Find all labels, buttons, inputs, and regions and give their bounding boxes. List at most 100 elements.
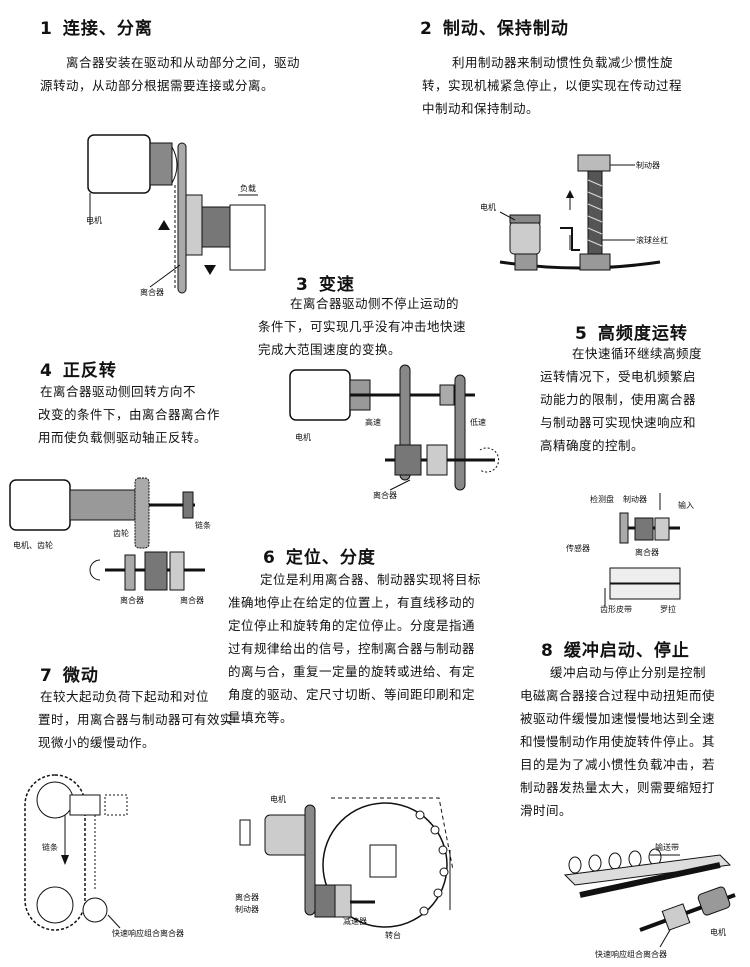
diagram-inching: 链条 快速响应组合离合器 [24, 774, 184, 938]
section-6-line-6: 角度的驱动、定尺寸切断、等间距印刷和定 [228, 687, 476, 702]
section-6: 6 定位、分度 [263, 543, 376, 568]
label-clutch-4a: 离合器 [120, 595, 144, 605]
label-high-speed: 高速 [365, 417, 381, 427]
section-8-number: 8 [541, 641, 554, 661]
label-input: 输入 [678, 500, 694, 510]
section-5-number: 5 [575, 324, 588, 344]
section-7: 7 微动 [40, 661, 99, 686]
label-clutch-3: 离合器 [373, 490, 397, 500]
label-motor-3: 电机 [295, 432, 311, 442]
label-combo-clutch-7: 快速响应组合离合器 [112, 928, 184, 938]
section-6-line-4: 过有规律给出的信号，控制离合器与制动器 [228, 641, 476, 656]
section-7-title: 微动 [62, 666, 99, 686]
section-1-number: 1 [40, 19, 53, 39]
section-2-body: 利用制动器来制动惯性负载减少惯性旋 转，实现机械紧急停止，以便实现在传动过程 中… [422, 51, 682, 120]
section-4-number: 4 [40, 361, 53, 381]
section-5-heading: 5 高频度运转 [575, 319, 688, 344]
section-8: 8 缓冲启动、停止 [541, 636, 690, 661]
section-5-body: 在快速循环继续高频度 运转情况下，受电机频繁启 动能力的限制，使用离合器 与制动… [540, 342, 702, 457]
section-1-heading: 1 连接、分离 [40, 14, 153, 39]
section-7-number: 7 [40, 666, 53, 686]
section-3-line-1: 在离合器驱动侧不停止运动的 [290, 296, 460, 311]
label-clutch-4b: 离合器 [180, 595, 204, 605]
section-6-line-1: 定位是利用离合器、制动器实现将目标 [260, 572, 482, 587]
label-gear: 齿轮 [113, 528, 129, 538]
section-1-line-2: 源转动，从动部分根据需要连接或分离。 [40, 78, 275, 93]
label-clutch: 离合器 [140, 287, 164, 297]
section-5-line-5: 高精确度的控制。 [540, 438, 645, 453]
label-detector: 检测盘 [590, 494, 614, 504]
section-1: 1 连接、分离 [40, 14, 153, 39]
section-3-heading: 3 变速 [296, 270, 355, 295]
label-brake: 制动器 [636, 160, 660, 170]
section-7-line-3: 现微小的缓慢动作。 [38, 735, 156, 750]
section-6-title: 定位、分度 [285, 548, 376, 568]
section-7-body: 在较大起动负荷下起动和对位 置时，用离合器与制动器可有效实 现微小的缓慢动作。 [38, 685, 233, 754]
section-8-line-2: 电磁离合器接合过程中动扭矩而使 [520, 688, 716, 703]
section-6-heading: 6 定位、分度 [263, 543, 376, 568]
section-4-heading: 4 正反转 [40, 356, 117, 381]
section-3-line-3: 完成大范围速度的变换。 [258, 342, 402, 357]
section-4-title: 正反转 [62, 361, 117, 381]
section-7-heading: 7 微动 [40, 661, 99, 686]
section-2-line-3: 中制动和保持制动。 [422, 101, 540, 116]
label-sensor: 传感器 [566, 543, 590, 553]
diagram-connect-disconnect: 电机 负载 离合器 [86, 134, 266, 297]
label-motor-gear: 电机、齿轮 [13, 540, 53, 550]
label-chain-4: 链条 [195, 520, 211, 530]
section-2-line-1: 利用制动器来制动惯性负载减少惯性旋 [452, 55, 674, 70]
section-7-line-2: 置时，用离合器与制动器可有效实 [38, 712, 234, 727]
section-1-title: 连接、分离 [62, 19, 153, 39]
section-6-line-2: 准确地停止在给定的位置上，有直线移动的 [228, 595, 476, 610]
section-5-title: 高频度运转 [597, 324, 688, 344]
diagram-forward-reverse: 电机、齿轮 齿轮 链条 离合器 离合器 [9, 477, 211, 605]
label-motor-8: 电机 [710, 927, 726, 937]
section-8-heading: 8 缓冲启动、停止 [541, 636, 690, 661]
section-8-body: 缓冲启动与停止分别是控制 电磁离合器接合过程中动扭矩而使 被驱动件缓慢加速慢慢地… [520, 661, 715, 822]
label-load: 负载 [240, 183, 256, 193]
section-6-line-5: 的离与合，重复一定量的旋转或进给、有定 [228, 664, 476, 679]
section-3-title: 变速 [318, 275, 355, 295]
diagram-speed-change: 高速 低速 电机 离合器 [289, 364, 500, 500]
label-brake-6: 制动器 [235, 904, 259, 914]
section-4-line-1: 在离合器驱动侧回转方向不 [40, 384, 197, 399]
section-3-body: 在离合器驱动侧不停止运动的 条件下，可实现几乎没有冲击地快速 完成大范围速度的变… [258, 292, 466, 361]
label-chain-7: 链条 [42, 842, 58, 852]
section-8-line-5: 目的是为了减小惯性负载冲击，若 [520, 757, 716, 772]
section-1-line-1: 离合器安装在驱动和从动部分之间，驱动 [66, 55, 301, 70]
section-3-number: 3 [296, 275, 309, 295]
label-ball-screw: 滚球丝杠 [636, 235, 668, 245]
label-combo-clutch-8: 快速响应组合离合器 [595, 949, 667, 959]
diagram-soft-start-stop: 输送带 电机 快速响应组合离合器 [563, 842, 736, 959]
section-3: 3 变速 [296, 270, 355, 295]
section-6-line-3: 定位停止和旋转角的定位停止。分度是指通 [228, 618, 476, 633]
section-4: 4 正反转 [40, 356, 117, 381]
section-8-line-1: 缓冲启动与停止分别是控制 [550, 665, 707, 680]
diagram-positioning: 电机 离合器 制动器 减速器 转台 [235, 794, 454, 940]
label-reducer: 减速器 [343, 916, 367, 926]
section-5-line-2: 运转情况下，受电机频繁启 [540, 369, 697, 384]
label-conveyor: 输送带 [655, 842, 679, 852]
section-8-title: 缓冲启动、停止 [563, 641, 690, 661]
label-motor: 电机 [86, 215, 102, 225]
section-2-number: 2 [420, 19, 433, 39]
section-5: 5 高频度运转 [575, 319, 688, 344]
label-motor-6: 电机 [270, 794, 286, 804]
section-5-line-3: 动能力的限制，使用离合器 [540, 392, 697, 407]
diagram-braking: 制动器 电机 滚球丝杠 [480, 154, 668, 271]
section-5-line-1: 在快速循环继续高频度 [572, 346, 703, 361]
section-8-line-7: 滑时间。 [520, 803, 573, 818]
section-6-line-7: 量填充等。 [228, 710, 294, 725]
section-7-line-1: 在较大起动负荷下起动和对位 [40, 689, 210, 704]
section-4-line-2: 改变的条件下，由离合器离合作 [38, 407, 221, 422]
section-6-number: 6 [263, 548, 276, 568]
section-8-line-3: 被驱动件缓慢加速慢慢地达到全速 [520, 711, 716, 726]
label-clutch-5: 离合器 [635, 547, 659, 557]
section-5-line-4: 与制动器可实现快速响应和 [540, 415, 697, 430]
label-clutch-6: 离合器 [235, 892, 259, 902]
diagram-high-frequency: 检测盘 制动器 输入 传感器 离合器 齿形皮带 罗拉 [566, 493, 694, 614]
section-1-body: 离合器安装在驱动和从动部分之间，驱动 源转动，从动部分根据需要连接或分离。 [40, 51, 300, 97]
section-6-body: 定位是利用离合器、制动器实现将目标 准确地停止在给定的位置上，有直线移动的 定位… [228, 568, 481, 729]
section-8-line-6: 制动器发热量太大，则需要缩短打 [520, 780, 716, 795]
